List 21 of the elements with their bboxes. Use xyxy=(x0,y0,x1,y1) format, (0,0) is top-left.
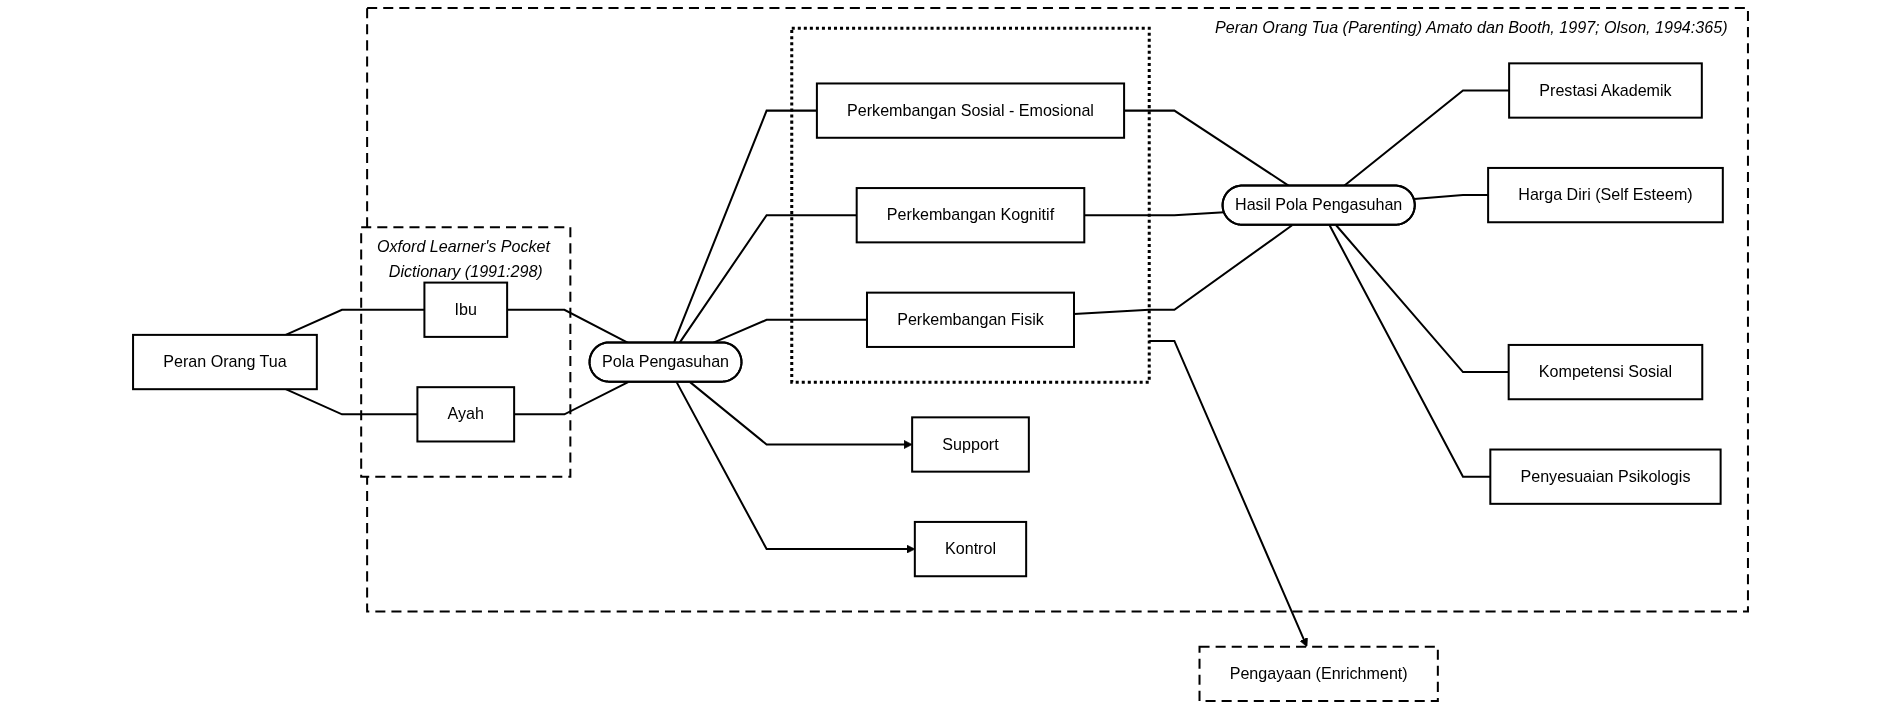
node-box: Prestasi Akademik xyxy=(1508,62,1704,119)
node-box: Perkembangan Sosial - Emosional xyxy=(816,82,1126,139)
cluster xyxy=(790,26,1152,384)
connector xyxy=(514,381,630,416)
node-box: Ibu xyxy=(423,281,509,338)
node-box: Perkembangan Kognitif xyxy=(856,187,1086,244)
connector xyxy=(1335,224,1510,374)
arrow xyxy=(676,381,916,554)
connector xyxy=(1329,224,1491,478)
connector xyxy=(1074,224,1294,315)
node-box: Harga Diri (Self Esteem) xyxy=(1487,166,1725,224)
connector xyxy=(1084,211,1225,217)
node-box: Kompetensi Sosial xyxy=(1508,343,1704,401)
connector xyxy=(1414,194,1489,201)
node-box: Kontrol xyxy=(914,520,1028,578)
node-box: Perkembangan Fisik xyxy=(866,291,1076,348)
node-box: Peran Orang Tua xyxy=(132,333,319,391)
node-box: Penyesuaian Psikologis xyxy=(1489,448,1723,505)
node-box: Pengayaan (Enrichment) xyxy=(1199,645,1440,702)
node-box: Support xyxy=(911,416,1031,473)
node-box: Ayah xyxy=(416,386,516,443)
